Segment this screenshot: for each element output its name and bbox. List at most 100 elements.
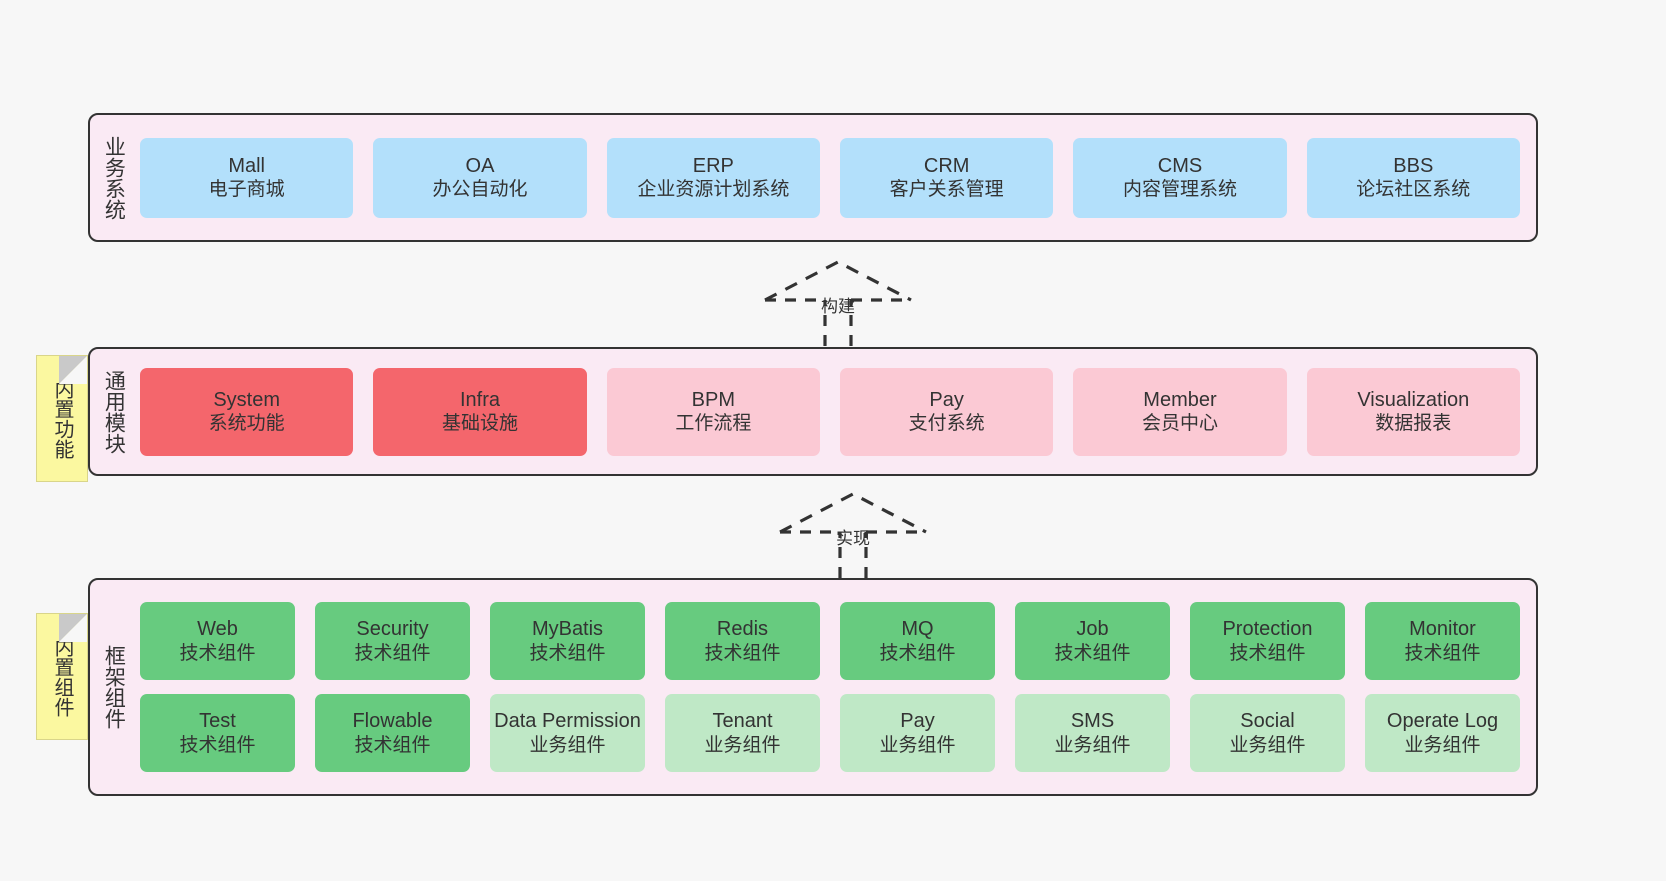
node-desc: 工作流程: [675, 413, 752, 435]
node-desc: 业务组件: [529, 734, 606, 756]
node-desc: 技术组件: [354, 734, 431, 756]
node-desc: 技术组件: [879, 642, 956, 664]
node-desc: 业务组件: [1229, 734, 1306, 756]
node-desc: 内容管理系统: [1122, 179, 1237, 201]
node-desc: 业务组件: [1054, 734, 1131, 756]
node-name: CMS: [1157, 154, 1203, 177]
node-desc: 会员中心: [1141, 413, 1218, 435]
layer-title-business: 业务系统: [102, 135, 126, 220]
node-desc: 企业资源计划系统: [637, 179, 790, 201]
layer-title-modules: 通用模块: [102, 369, 126, 454]
node-desc: 技术组件: [179, 734, 256, 756]
node-desc: 技术组件: [1229, 642, 1306, 664]
arrow-build-label: 构建: [821, 297, 855, 316]
node-name: BPM: [691, 388, 735, 411]
node-desc: 办公自动化: [432, 179, 528, 201]
node-desc: 电子商城: [208, 179, 285, 201]
node-name: Social: [1240, 710, 1295, 733]
node-desc: 基础设施: [441, 413, 518, 435]
node-desc: 数据报表: [1375, 413, 1452, 435]
layer-title-framework: 框架组件: [102, 645, 126, 729]
node-desc: 业务组件: [704, 734, 781, 756]
node-desc: 技术组件: [1404, 642, 1481, 664]
node-name: Infra: [459, 388, 500, 411]
node-name: Mall: [228, 154, 265, 177]
arrow-build: 构建: [755, 258, 912, 346]
arrow-implement: 实现: [770, 490, 927, 578]
node-desc: 技术组件: [354, 642, 431, 664]
sticky-label-builtin-components: 内置组件: [51, 636, 73, 717]
node-name: Job: [1076, 618, 1109, 641]
arrow-build-glyph: [764, 260, 912, 346]
node-name: Member: [1143, 388, 1217, 411]
node-name: System: [213, 388, 280, 411]
node-name: Redis: [716, 618, 769, 641]
arrow-implement-label: 实现: [836, 529, 870, 548]
node-name: MQ: [901, 618, 934, 641]
node-name: Pay: [929, 388, 964, 411]
node-name: ERP: [692, 154, 734, 177]
sticky-note-builtin-components: 内置组件: [36, 613, 88, 740]
node-name: Visualization: [1357, 388, 1470, 411]
node-desc: 支付系统: [908, 413, 985, 435]
node-desc: 业务组件: [879, 734, 956, 756]
node-desc: 技术组件: [529, 642, 606, 664]
node-desc: 技术组件: [179, 642, 256, 664]
sticky-label-builtin-functions: 内置功能: [51, 378, 73, 459]
node-desc: 论坛社区系统: [1356, 179, 1471, 201]
node-desc: 技术组件: [704, 642, 781, 664]
node-name: CRM: [923, 154, 970, 177]
node-name: MyBatis: [531, 618, 604, 641]
node-desc: 业务组件: [1404, 734, 1481, 756]
node-name: Security: [356, 618, 429, 641]
node-name: Monitor: [1409, 618, 1476, 641]
node-desc: 系统功能: [208, 413, 285, 435]
node-name: Web: [197, 618, 238, 641]
node-name: Tenant: [712, 710, 773, 733]
arrow-implement-glyph: [779, 492, 927, 578]
node-name: Test: [199, 710, 236, 733]
node-name: BBS: [1393, 154, 1434, 177]
node-name: OA: [465, 154, 495, 177]
sticky-note-builtin-functions: 内置功能: [36, 355, 88, 482]
node-name: Operate Log: [1386, 710, 1499, 733]
